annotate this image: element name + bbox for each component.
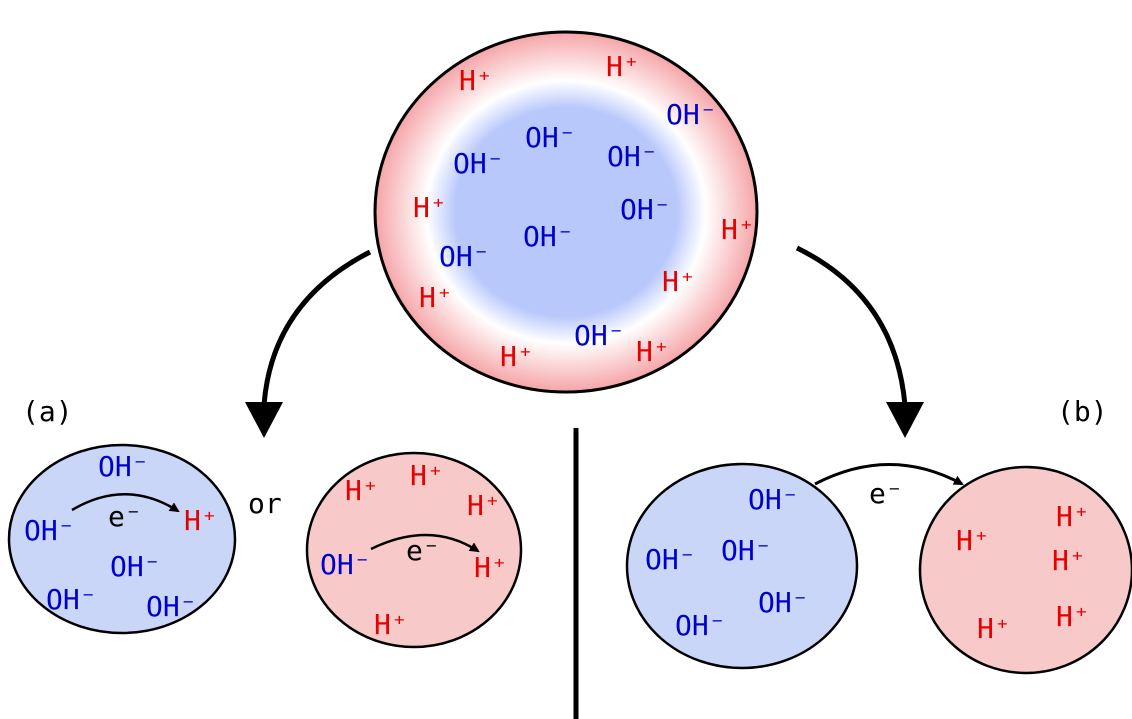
or-label: or	[248, 487, 282, 520]
panel-a-h-ion: H⁺	[345, 474, 379, 507]
panel-b-oh-ion: OH⁻	[758, 586, 809, 619]
electron-label: e⁻	[406, 534, 440, 567]
panel-b-h-ion: H⁺	[1056, 500, 1090, 533]
panel-b-h-ion: H⁺	[956, 524, 990, 557]
arrow-to-panel-b	[795, 245, 924, 438]
panel-b-basic-droplet: OH⁻ OH⁻ OH⁻ OH⁻ OH⁻	[625, 462, 859, 670]
panel-a-oh-ion: OH⁻	[46, 583, 97, 616]
top-oh-ion: OH⁻	[666, 98, 717, 131]
panel-a-h-ion: H⁺	[374, 608, 408, 641]
top-h-ion: H⁺	[459, 64, 493, 97]
panel-b-oh-ion: OH⁻	[721, 534, 772, 567]
top-oh-ion: OH⁻	[439, 240, 490, 273]
panel-a-oh-ion: OH⁻	[24, 514, 75, 547]
panel-a-h-ion: H⁺	[467, 489, 501, 522]
panel-a-oh-ion: OH⁻	[146, 590, 197, 623]
panel-b-acidic-droplet: H⁺ H⁺ H⁺ H⁺ H⁺	[918, 465, 1132, 675]
top-oh-ion: OH⁻	[525, 121, 576, 154]
panel-b-oh-ion: OH⁻	[675, 609, 726, 642]
top-h-ion: H⁺	[662, 265, 696, 298]
electron-transfer-arrow	[370, 533, 480, 553]
panel-b-oh-ion: OH⁻	[748, 483, 799, 516]
top-h-ion: H⁺	[419, 281, 453, 314]
electron-label: e⁻	[869, 477, 903, 510]
top-h-ion: H⁺	[721, 213, 755, 246]
panel-a-oh-ion: OH⁻	[110, 550, 161, 583]
top-oh-ion: OH⁻	[620, 193, 671, 226]
top-h-ion: H⁺	[636, 335, 670, 368]
panel-b-h-ion: H⁺	[1052, 544, 1086, 577]
panel-a-h-ion: H⁺	[184, 504, 218, 537]
top-droplet: OH⁻ OH⁻ OH⁻ OH⁻ OH⁻ OH⁻ OH⁻ OH⁻ H⁺ H⁺ H⁺…	[373, 30, 759, 394]
panel-a-basic-droplet: OH⁻ OH⁻ OH⁻ OH⁻ OH⁻ H⁺ e⁻	[7, 443, 237, 635]
panel-b-h-ion: H⁺	[1056, 600, 1090, 633]
top-oh-ion: OH⁻	[453, 147, 504, 180]
panel-b-oh-ion: OH⁻	[645, 543, 696, 576]
top-h-ion: H⁺	[413, 191, 447, 224]
top-h-ion: H⁺	[606, 50, 640, 83]
panel-a-h-ion: H⁺	[474, 551, 508, 584]
panel-a-acidic-droplet: H⁺ H⁺ H⁺ H⁺ H⁺ OH⁻ e⁻	[305, 451, 523, 649]
electron-transfer-arrow	[71, 493, 180, 513]
electron-label: e⁻	[108, 500, 142, 533]
top-h-ion: H⁺	[500, 340, 534, 373]
panel-a-oh-ion: OH⁻	[98, 450, 149, 483]
arrow-to-panel-a	[245, 249, 372, 438]
panel-a-oh-ion: OH⁻	[320, 548, 371, 581]
electron-transfer-arrow	[814, 463, 964, 486]
panel-b-h-ion: H⁺	[977, 612, 1011, 645]
panel-b-label: (b)	[1057, 395, 1108, 428]
top-oh-ion: OH⁻	[523, 220, 574, 253]
top-oh-ion: OH⁻	[574, 319, 625, 352]
panel-a-h-ion: H⁺	[410, 459, 444, 492]
top-oh-ion: OH⁻	[607, 140, 658, 173]
panel-a-label: (a)	[22, 395, 73, 428]
